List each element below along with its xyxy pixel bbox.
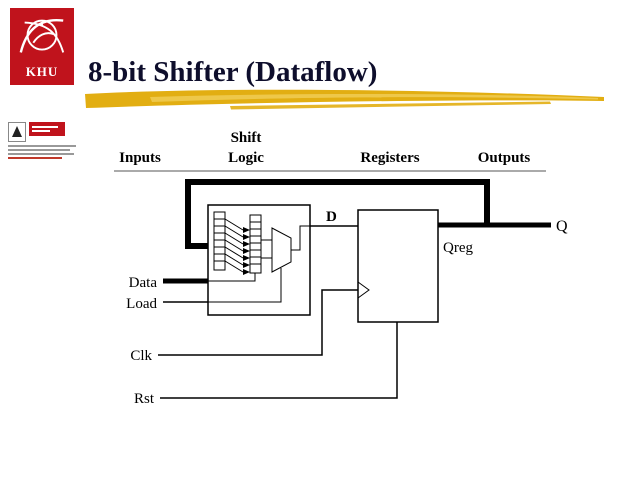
- university-emblem-icon: [19, 18, 65, 53]
- header-logic: Logic: [228, 150, 264, 166]
- accreditation-text-lines: [8, 145, 82, 159]
- output-bus-ticks: [250, 221, 261, 265]
- d-label: D: [326, 209, 337, 225]
- input-bus: [213, 211, 226, 271]
- clock-edge-icon: [357, 281, 370, 299]
- accreditation-logo: [8, 122, 82, 170]
- university-logo-text: KHU: [25, 64, 59, 79]
- header-inputs: Inputs: [119, 150, 161, 166]
- rst-label: Rst: [134, 391, 155, 407]
- page-title: 8-bit Shifter (Dataflow): [88, 56, 378, 88]
- load-internal-wire: [208, 268, 282, 303]
- data-internal-wire: [208, 273, 256, 282]
- register-box: [357, 209, 439, 323]
- header-registers: Registers: [360, 150, 419, 166]
- title-underline-swoosh: [85, 89, 604, 110]
- shift-diagonal-wires: [224, 218, 244, 273]
- clk-line: [158, 289, 358, 356]
- mux: [271, 227, 292, 273]
- data-label: Data: [129, 275, 158, 291]
- accreditation-badge: [29, 122, 65, 136]
- accreditation-emblem-icon: [8, 122, 26, 142]
- university-logo: KHU: [10, 8, 74, 85]
- header-outputs: Outputs: [478, 150, 531, 166]
- load-label: Load: [126, 296, 157, 312]
- q-label: Q: [556, 218, 568, 235]
- header-shift: Shift: [231, 130, 262, 146]
- rst-line: [160, 322, 398, 399]
- feedback-line: [185, 179, 490, 249]
- qreg-label: Qreg: [443, 240, 473, 256]
- mux-output-wire: [291, 225, 310, 251]
- clk-label: Clk: [130, 348, 152, 364]
- input-bus-ticks: [214, 218, 225, 262]
- shift-arrowheads-icon: [243, 227, 250, 275]
- shifter-internals: [208, 211, 310, 303]
